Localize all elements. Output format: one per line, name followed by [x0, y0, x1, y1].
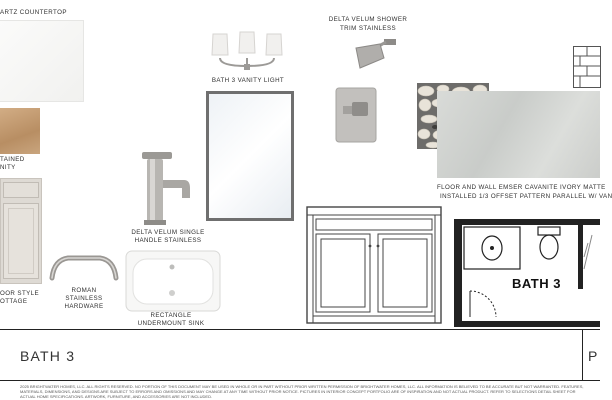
faucet-label-2: HANDLE STAINLESS — [134, 237, 202, 244]
title-block: BATH 3 P — [0, 329, 600, 381]
shower-head-image — [355, 39, 396, 69]
tile-label-1: FLOOR AND WALL EMSER CAVANITE IVORY MATT… — [437, 184, 606, 191]
sink-image — [125, 250, 221, 312]
hardware-label-1: ROMAN — [71, 287, 97, 294]
hardware-label-3: HARDWARE — [64, 303, 104, 310]
floor-plan-room-label: BATH 3 — [512, 276, 561, 291]
door-style-label-2: OTTAGE — [0, 298, 28, 305]
faucet-label-1: DELTA VELUM SINGLE — [131, 229, 205, 236]
floor-wall-tile-swatch — [437, 91, 600, 178]
cabinet-pull-hardware — [49, 255, 119, 281]
quartz-countertop-swatch — [0, 20, 84, 102]
shower-trim-label-1: DELTA VELUM SHOWER — [328, 16, 408, 23]
cabinet-door-sample — [0, 178, 42, 284]
vanity-elevation-drawing — [306, 206, 442, 324]
sink-label-1: RECTANGLE — [150, 312, 192, 319]
title-divider — [582, 330, 583, 381]
hardware-label-2: STAINLESS — [65, 295, 103, 302]
countertop-label: ARTZ COUNTERTOP — [0, 9, 67, 16]
tile-label-2: INSTALLED 1/3 OFFSET PATTERN PARALLEL W/… — [440, 193, 612, 200]
vanity-mirror — [206, 91, 294, 221]
copyright-disclaimer: 2025 BRIGHTWATER HOMES, LLC. ALL RIGHTS … — [20, 384, 584, 399]
shower-wall-tile-sample — [573, 46, 601, 88]
stain-label-1: TAINED — [0, 156, 25, 163]
shower-trim-label-2: TRIM STAINLESS — [339, 25, 397, 32]
shower-valve-trim — [335, 87, 377, 143]
page-title-right: P — [588, 348, 599, 364]
vanity-light-fixture — [211, 31, 283, 70]
door-style-label-1: OOR STYLE — [0, 290, 40, 297]
page-title: BATH 3 — [20, 348, 76, 364]
bath-floor-plan — [454, 219, 600, 327]
stain-color-swatch — [0, 108, 40, 154]
sink-label-2: UNDERMOUNT SINK — [137, 320, 205, 327]
vanity-light-label: BATH 3 VANITY LIGHT — [211, 77, 285, 84]
stain-label-2: NITY — [0, 164, 16, 171]
faucet-image — [142, 152, 190, 225]
